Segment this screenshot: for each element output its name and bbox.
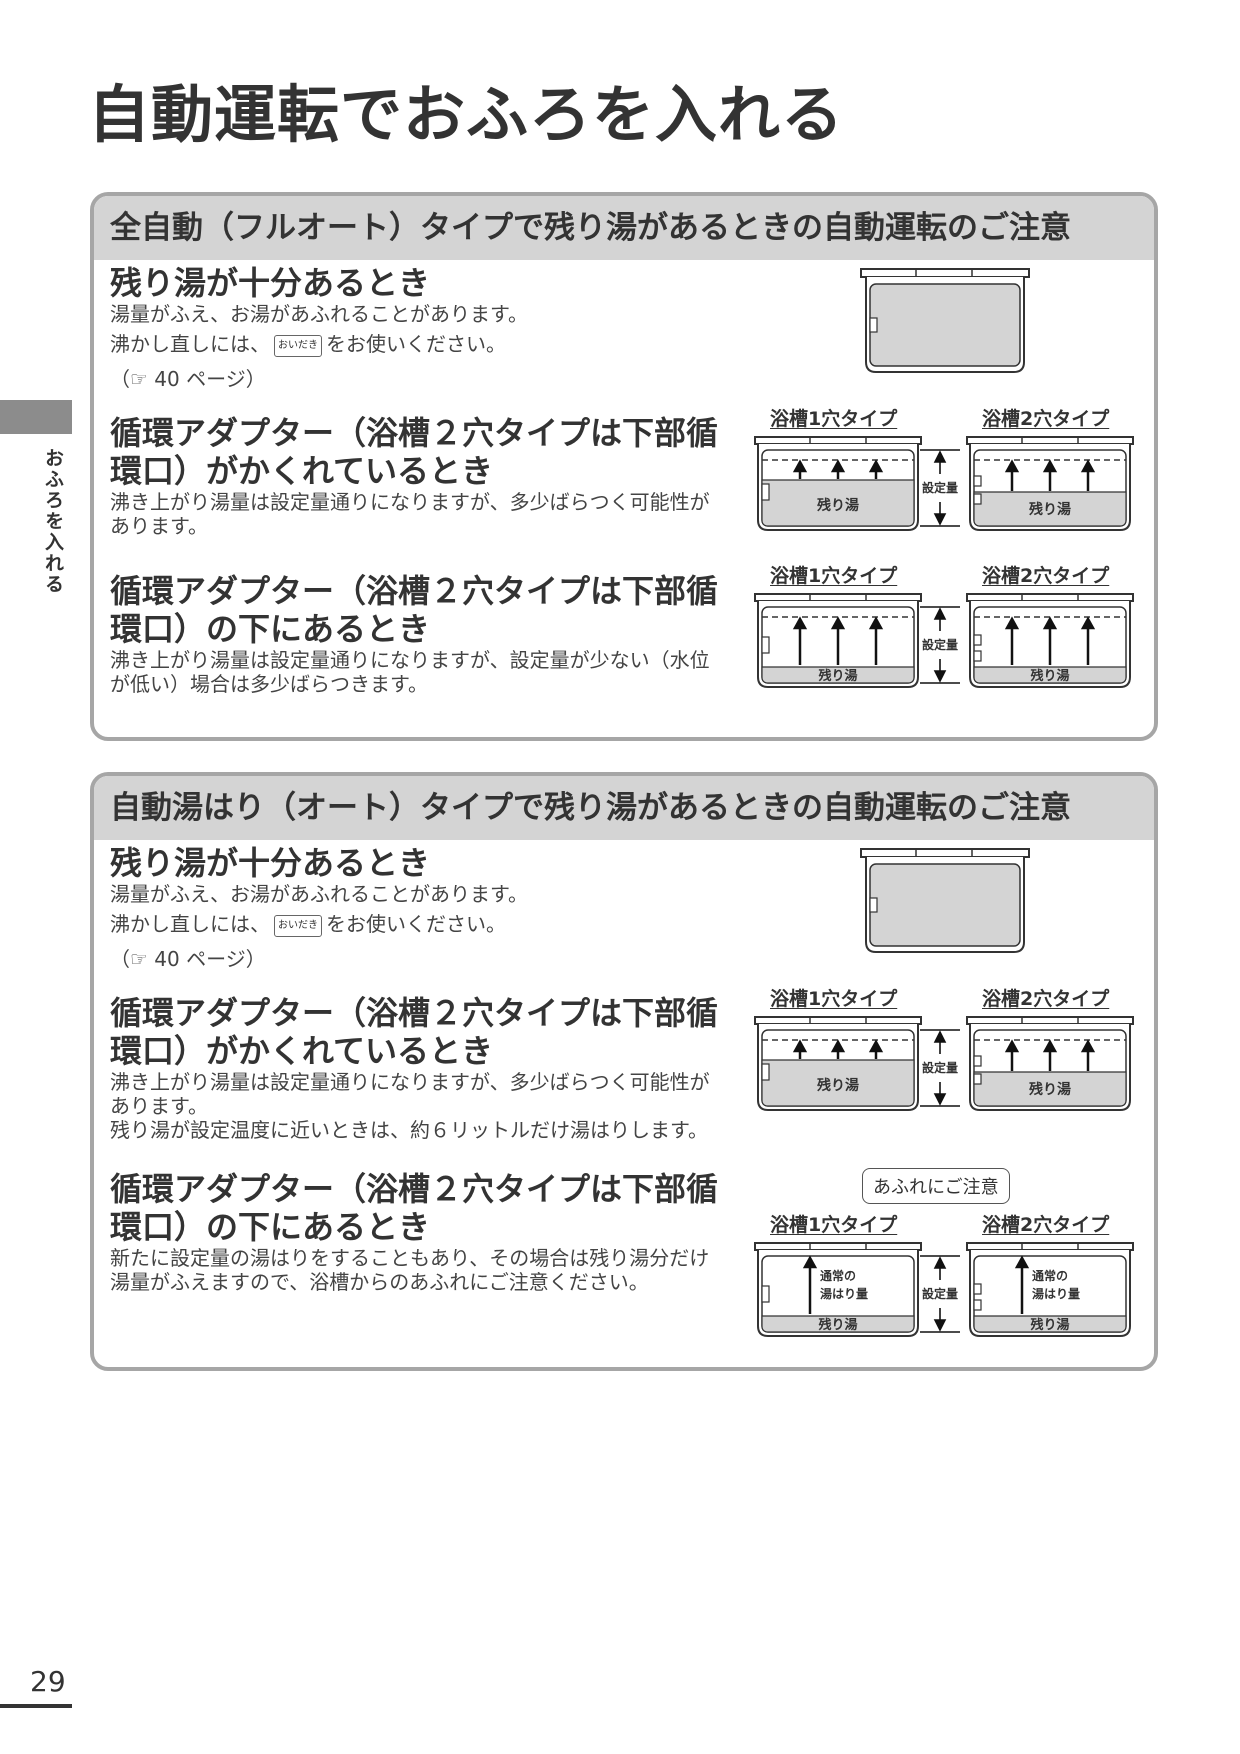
- note-text: 沸き上がり湯量は設定量通りになりますが、設定量が少ない（水位: [110, 648, 710, 672]
- one-hole-label: 浴槽1穴タイプ: [770, 565, 898, 587]
- two-hole-label: 浴槽2穴タイプ: [982, 565, 1110, 587]
- remaining-water-label: 残り湯: [818, 668, 857, 684]
- set-amount-label: 設定量: [922, 637, 958, 652]
- bathtub-full-diagram: [860, 848, 1030, 953]
- remaining-water-label: 残り湯: [1030, 1317, 1069, 1333]
- section-auto: 自動湯はり（オート）タイプで残り湯があるときの自動運転のご注意 残り湯が十分ある…: [90, 772, 1158, 1371]
- page-number: 29: [30, 1665, 66, 1698]
- note-title: 残り湯が十分あるとき: [110, 844, 431, 882]
- two-hole-label: 浴槽2穴タイプ: [982, 408, 1110, 430]
- section-full-auto: 全自動（フルオート）タイプで残り湯があるときの自動運転のご注意 残り湯が十分ある…: [90, 192, 1158, 741]
- side-chapter-label: おふろを入れる: [42, 448, 64, 595]
- note-title: 循環アダプター（浴槽２穴タイプは下部循: [110, 994, 719, 1032]
- section-header: 全自動（フルオート）タイプで残り湯があるときの自動運転のご注意: [94, 196, 1154, 260]
- page-reference: （☞ 40 ページ）: [110, 366, 266, 391]
- overflow-caution-badge: あふれにご注意: [862, 1168, 1010, 1204]
- side-tab-marker: [0, 400, 72, 434]
- set-amount-label: 設定量: [922, 1060, 958, 1075]
- note-text: 湯量がふえ、お湯があふれることがあります。: [110, 882, 528, 906]
- normal-fill-label: 通常の: [820, 1268, 856, 1283]
- page-title: 自動運転でおふろを入れる: [88, 78, 845, 151]
- tub-diagram-row: 残り湯 設定量 残り湯: [754, 436, 1134, 531]
- reheat-button-icon: おいだき: [274, 334, 322, 357]
- one-hole-label: 浴槽1穴タイプ: [770, 1214, 898, 1236]
- remaining-water-label: 残り湯: [1029, 1081, 1071, 1098]
- note-title: 循環アダプター（浴槽２穴タイプは下部循: [110, 414, 719, 452]
- remaining-water-label: 残り湯: [817, 497, 859, 514]
- two-hole-label: 浴槽2穴タイプ: [982, 1214, 1110, 1236]
- two-hole-label: 浴槽2穴タイプ: [982, 988, 1110, 1010]
- set-amount-indicator: [920, 1255, 960, 1333]
- set-amount-label: 設定量: [922, 480, 958, 495]
- tub-diagram-row: 残り湯 設定量 残り湯: [754, 1016, 1134, 1111]
- two-hole-tub: 残り湯: [966, 1016, 1134, 1111]
- note-adapter-below: 循環アダプター（浴槽２穴タイプは下部循 環口）の下にあるとき 新たに設定量の湯は…: [110, 1170, 830, 1294]
- one-hole-tub: 残り湯: [754, 593, 922, 688]
- note-title: 環口）の下にあるとき: [110, 610, 431, 648]
- one-hole-tub: 通常の 湯はり量 残り湯: [754, 1242, 922, 1337]
- one-hole-tub: 残り湯: [754, 1016, 922, 1111]
- note-adapter-hidden: 循環アダプター（浴槽２穴タイプは下部循 環口）がかくれているとき 沸き上がり湯量…: [110, 994, 830, 1142]
- note-enough-remaining: 残り湯が十分あるとき 湯量がふえ、お湯があふれることがあります。 沸かし直しには…: [110, 844, 830, 971]
- normal-fill-label: 通常の: [1032, 1268, 1068, 1283]
- note-enough-remaining: 残り湯が十分あるとき 湯量がふえ、お湯があふれることがあります。 沸かし直しには…: [110, 264, 830, 391]
- normal-fill-label: 湯はり量: [820, 1286, 868, 1301]
- note-text: 沸き上がり湯量は設定量通りになりますが、多少ばらつく可能性が: [110, 490, 710, 514]
- page-reference: （☞ 40 ページ）: [110, 946, 266, 971]
- note-text: あります。: [110, 514, 208, 538]
- note-title: 環口）がかくれているとき: [110, 452, 494, 490]
- note-text: 沸き上がり湯量は設定量通りになりますが、多少ばらつく可能性が: [110, 1070, 710, 1094]
- remaining-water-label: 残り湯: [1030, 668, 1069, 684]
- note-text: あります。: [110, 1094, 208, 1118]
- note-text: 沸かし直しには、おいだきをお使いください。: [110, 332, 506, 357]
- note-text: 湯量がふえますので、浴槽からのあふれにご注意ください。: [110, 1270, 649, 1294]
- note-adapter-hidden: 循環アダプター（浴槽２穴タイプは下部循 環口）がかくれているとき 沸き上がり湯量…: [110, 414, 830, 538]
- set-amount-indicator: [920, 606, 960, 684]
- tub-diagram-row: 通常の 湯はり量 残り湯 設定量 通常の 湯はり量 残り湯: [754, 1242, 1134, 1337]
- set-amount-indicator: [920, 449, 960, 527]
- tub-diagram-row: 残り湯 設定量 残り湯: [754, 593, 1134, 688]
- note-title: 環口）がかくれているとき: [110, 1032, 494, 1070]
- remaining-water-label: 残り湯: [817, 1077, 859, 1094]
- page-number-rule: [0, 1704, 72, 1708]
- reheat-button-icon: おいだき: [274, 914, 322, 937]
- note-title: 残り湯が十分あるとき: [110, 264, 431, 302]
- two-hole-tub: 通常の 湯はり量 残り湯: [966, 1242, 1134, 1337]
- note-text: 沸かし直しには、おいだきをお使いください。: [110, 912, 506, 937]
- one-hole-tub: 残り湯: [754, 436, 922, 531]
- bathtub-full-diagram: [860, 268, 1030, 373]
- remaining-water-label: 残り湯: [818, 1317, 857, 1333]
- note-text: 新たに設定量の湯はりをすることもあり、その場合は残り湯分だけ: [110, 1246, 710, 1270]
- note-text: 湯量がふえ、お湯があふれることがあります。: [110, 302, 528, 326]
- note-title: 循環アダプター（浴槽２穴タイプは下部循: [110, 572, 719, 610]
- section-header: 自動湯はり（オート）タイプで残り湯があるときの自動運転のご注意: [94, 776, 1154, 840]
- set-amount-label: 設定量: [922, 1286, 958, 1301]
- normal-fill-label: 湯はり量: [1032, 1286, 1080, 1301]
- note-title: 循環アダプター（浴槽２穴タイプは下部循: [110, 1170, 719, 1208]
- remaining-water-label: 残り湯: [1029, 501, 1071, 518]
- two-hole-tub: 残り湯: [966, 436, 1134, 531]
- note-title: 環口）の下にあるとき: [110, 1208, 431, 1246]
- note-adapter-below: 循環アダプター（浴槽２穴タイプは下部循 環口）の下にあるとき 沸き上がり湯量は設…: [110, 572, 830, 696]
- set-amount-indicator: [920, 1029, 960, 1107]
- two-hole-tub: 残り湯: [966, 593, 1134, 688]
- one-hole-label: 浴槽1穴タイプ: [770, 988, 898, 1010]
- note-text: 残り湯が設定温度に近いときは、約６リットルだけ湯はりします。: [110, 1118, 708, 1142]
- note-text: が低い）場合は多少ばらつきます。: [110, 672, 428, 696]
- one-hole-label: 浴槽1穴タイプ: [770, 408, 898, 430]
